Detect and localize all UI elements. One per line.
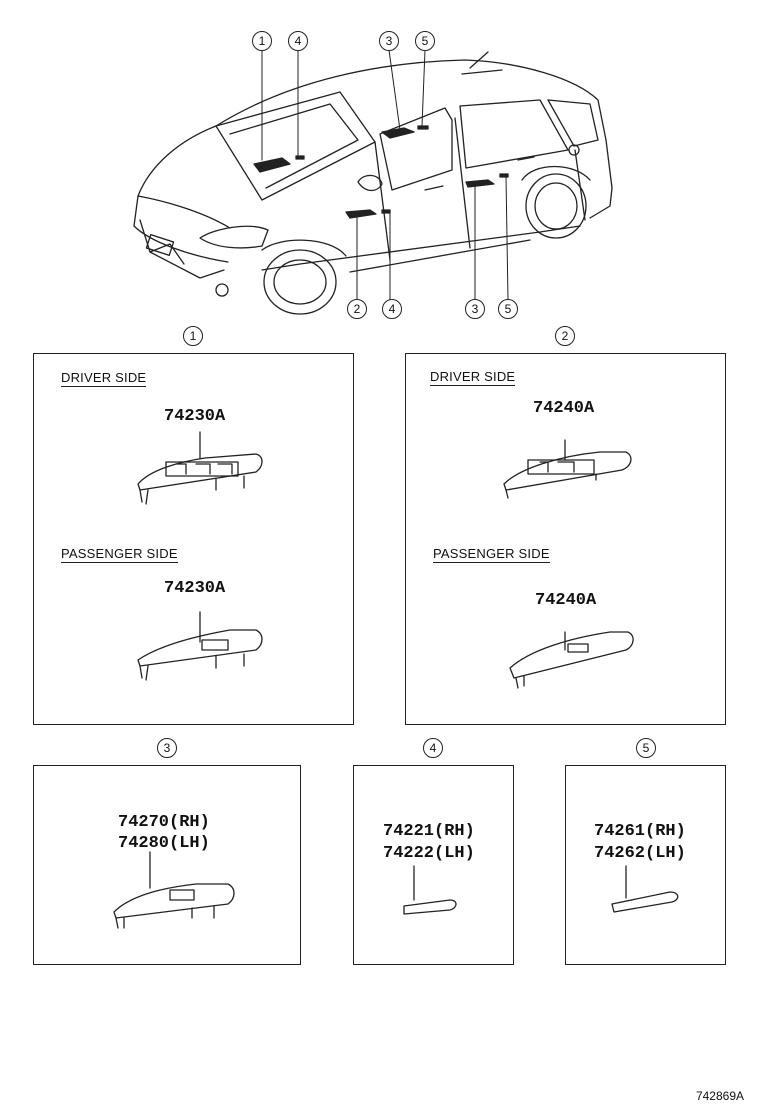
panel-1-driver-part-number: 74230A xyxy=(164,407,226,426)
panel-index-2: 2 xyxy=(555,326,575,346)
panel-4-part-number-lh: 74222(LH) xyxy=(383,844,475,863)
part-sketch-74261-74262 xyxy=(611,865,679,913)
panel-index-3: 3 xyxy=(157,738,177,758)
panel-4: 74221(RH) 74222(LH) xyxy=(353,765,514,965)
panel-1-driver-side-label: DRIVER SIDE xyxy=(61,370,147,387)
switch-markers xyxy=(253,125,509,219)
callout-leaders xyxy=(261,49,509,301)
panel-2-passenger-part-number: 74240A xyxy=(535,591,597,610)
panel-1-passenger-part-number: 74230A xyxy=(164,579,226,598)
callout-3-top: 3 xyxy=(379,31,399,51)
part-sketch-74270-74280 xyxy=(113,851,235,929)
car-body-outline xyxy=(133,51,613,315)
panel-1-passenger-side-label: PASSENGER SIDE xyxy=(61,546,178,563)
panel-1: DRIVER SIDE 74230A PASSENGER SIDE 74230A xyxy=(33,353,354,725)
panel-5-part-number-lh: 74262(LH) xyxy=(594,844,686,863)
panel-2: DRIVER SIDE 74240A PASSENGER SIDE 74240A xyxy=(405,353,726,725)
panel-2-driver-side-label: DRIVER SIDE xyxy=(430,369,516,386)
callout-4-bottom: 4 xyxy=(382,299,402,319)
part-sketch-74221-74222 xyxy=(403,865,457,915)
panel-5-part-number-rh: 74261(RH) xyxy=(594,822,686,841)
panel-3: 74270(RH) 74280(LH) xyxy=(33,765,301,965)
callout-2-bottom: 2 xyxy=(347,299,367,319)
callout-5-top: 5 xyxy=(415,31,435,51)
part-sketch-74240A-driver xyxy=(503,439,632,499)
panel-3-part-number-lh: 74280(LH) xyxy=(118,834,210,853)
diagram-reference-code: 742869A xyxy=(695,1089,744,1103)
panel-2-passenger-side-label: PASSENGER SIDE xyxy=(433,546,550,563)
panel-2-driver-part-number: 74240A xyxy=(533,399,595,418)
panel-4-part-number-rh: 74221(RH) xyxy=(383,822,475,841)
panel-5: 74261(RH) 74262(LH) xyxy=(565,765,726,965)
part-sketch-74230A-passenger xyxy=(137,611,263,681)
part-sketch-74230A-driver xyxy=(137,431,263,505)
panel-index-4: 4 xyxy=(423,738,443,758)
panel-index-5: 5 xyxy=(636,738,656,758)
panel-3-part-number-rh: 74270(RH) xyxy=(118,813,210,832)
callout-4-top: 4 xyxy=(288,31,308,51)
callout-3-bottom: 3 xyxy=(465,299,485,319)
part-sketch-74240A-passenger xyxy=(509,631,634,689)
panel-index-1: 1 xyxy=(183,326,203,346)
callout-1-top: 1 xyxy=(252,31,272,51)
callout-5-bottom: 5 xyxy=(498,299,518,319)
